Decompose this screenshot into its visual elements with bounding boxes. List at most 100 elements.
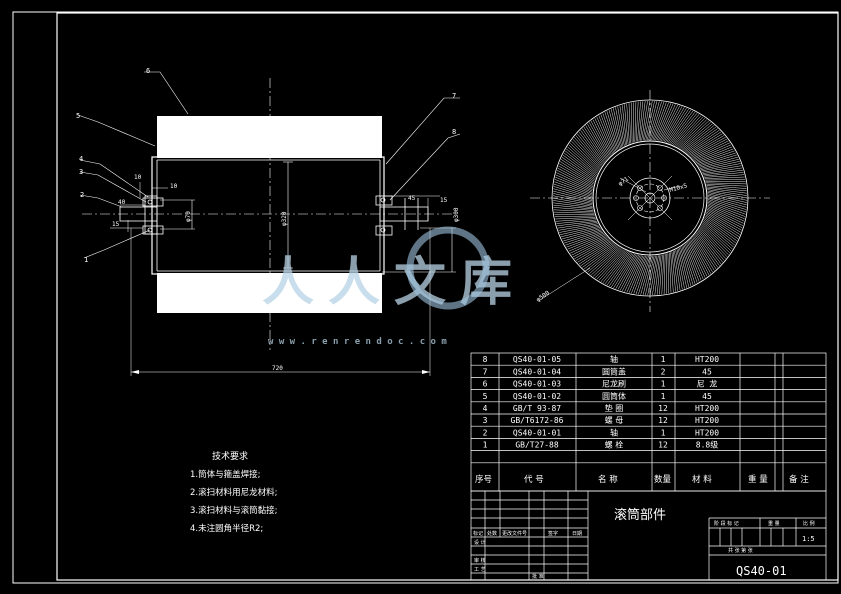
bristle-line xyxy=(553,211,595,214)
bom-cell-seq: 7 xyxy=(483,367,488,376)
bristle-line xyxy=(631,102,633,143)
bristle-line xyxy=(608,110,620,149)
bristle-line xyxy=(687,131,722,154)
bristle-line xyxy=(583,126,606,161)
bom-cell-code: GB/T 93-87 xyxy=(513,404,561,413)
bristle-line xyxy=(667,109,691,143)
bristle-line xyxy=(574,239,610,259)
bristle-line xyxy=(706,208,743,229)
bristle-line xyxy=(640,255,652,295)
bristle-line xyxy=(699,158,739,169)
dim-outer-phi: φ500 xyxy=(535,289,551,303)
bristle-line xyxy=(704,176,745,179)
bom-cell-mat: 45 xyxy=(702,392,712,401)
bristle-line xyxy=(560,225,600,235)
bristle-line xyxy=(572,238,609,258)
bristle-line xyxy=(558,223,599,231)
bristle-line xyxy=(553,183,593,197)
bristle-line xyxy=(561,157,595,181)
bristle-line xyxy=(687,242,704,280)
bristle-line xyxy=(663,253,666,295)
bom-cell-seq: 4 xyxy=(483,404,488,413)
bristle-line xyxy=(659,104,678,141)
bristle-line xyxy=(554,215,595,217)
bristle-line xyxy=(562,228,601,240)
bristle-line xyxy=(602,113,617,152)
bristle-line xyxy=(691,238,711,274)
bristle-line xyxy=(568,144,599,173)
bom-cell-mat: HT200 xyxy=(695,416,719,425)
bristle-line xyxy=(606,252,631,286)
bristle-line xyxy=(648,101,660,141)
bristle-line xyxy=(701,165,742,173)
note-1: 1.筒体与箍盖焊接; xyxy=(190,469,260,480)
bristle-line xyxy=(557,220,597,227)
bristle-line xyxy=(689,240,708,277)
technical-notes: 技术要求 1.筒体与箍盖焊接; 2.滚扫材料用尼龙材料; 3.滚扫材料与滚筒黏接… xyxy=(190,450,277,534)
bristle-line xyxy=(699,227,728,257)
dim-left-10a: 10 xyxy=(134,174,142,181)
bristle-line xyxy=(707,197,747,210)
bristle-line xyxy=(677,248,687,288)
bristle-line xyxy=(556,170,593,189)
bristle-line xyxy=(707,201,746,217)
bristle-line xyxy=(591,247,621,276)
bristle-line xyxy=(628,103,631,144)
bristle-line xyxy=(641,100,648,141)
bristle-line xyxy=(596,116,613,154)
bristle-line xyxy=(554,181,593,196)
bristle-line xyxy=(552,200,593,207)
bom-cell-qty: 1 xyxy=(661,392,666,401)
bom-cell-qty: 1 xyxy=(661,428,666,437)
bristle-line xyxy=(559,224,599,233)
bristle-line xyxy=(683,244,698,283)
bristle-line xyxy=(580,243,614,266)
bristle-line xyxy=(695,233,720,266)
bristle-line xyxy=(707,193,747,203)
dim-length: 720 xyxy=(272,365,283,372)
brush-band-bottom xyxy=(157,273,382,313)
part-label-6: 6 xyxy=(146,67,150,75)
bristle-line xyxy=(604,112,618,151)
bristle-line xyxy=(645,101,655,141)
leader-1 xyxy=(83,229,151,259)
title-block xyxy=(470,490,827,581)
bristle-line xyxy=(674,115,702,146)
drawing-name: 滚筒部件 xyxy=(614,507,666,523)
part-label-8: 8 xyxy=(452,128,456,136)
part-label-4: 4 xyxy=(79,155,83,163)
bristle-line xyxy=(675,116,704,147)
dim-right-phi: φ300 xyxy=(453,207,460,222)
drawing-scale: 1:5 xyxy=(802,535,815,543)
dim-right-45: 45 xyxy=(408,195,416,202)
bristle-line xyxy=(555,217,596,220)
bristle-line xyxy=(703,169,743,176)
bristle-line xyxy=(701,163,741,172)
bom-cell-code: GB/T6172-86 xyxy=(511,416,564,425)
bom-cell-qty: 1 xyxy=(661,380,666,389)
bristle-line xyxy=(571,140,600,170)
bristle-line xyxy=(707,199,747,213)
bristle-line xyxy=(699,156,738,168)
tb-change-doc: 更改文件号 xyxy=(502,530,527,537)
bom-cell-seq: 3 xyxy=(483,416,488,425)
part-label-5: 5 xyxy=(76,112,80,120)
bristle-line xyxy=(566,148,597,175)
bristle-line xyxy=(654,255,661,295)
end-view xyxy=(530,90,770,312)
bristle-line xyxy=(682,245,696,284)
bom-cell-code: QS40-01-05 xyxy=(513,355,561,364)
bom-cell-name: 垫 圈 xyxy=(605,403,624,413)
bristle-line xyxy=(555,176,593,193)
bristle-line xyxy=(619,105,626,146)
bristle-line xyxy=(617,106,625,147)
bristle-line xyxy=(566,232,604,248)
bristle-line xyxy=(582,128,605,162)
bristle-line xyxy=(655,103,672,141)
bristle-line xyxy=(692,237,713,273)
bristle-line xyxy=(707,194,747,206)
bristle-line xyxy=(631,255,647,294)
part-label-2: 2 xyxy=(80,191,84,199)
bristle-line xyxy=(686,243,702,281)
